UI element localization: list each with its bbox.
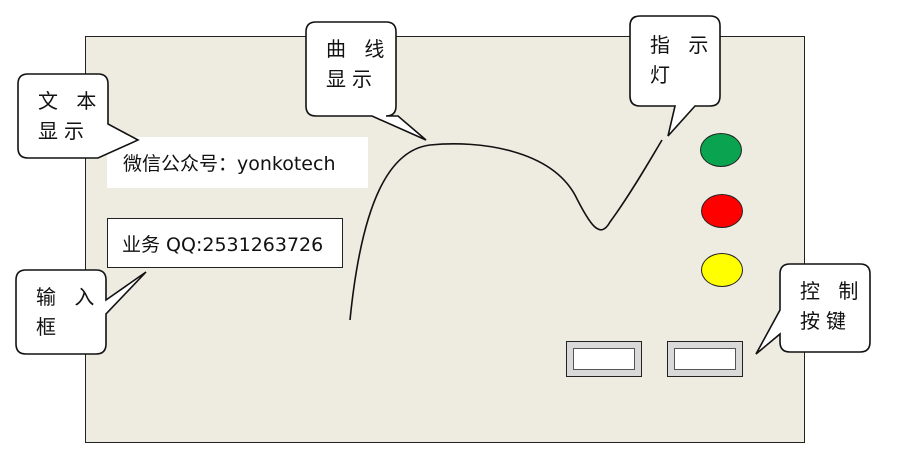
input-box-value: 业务 QQ:2531263726 [122,233,324,256]
curve-display-line [349,139,663,321]
callout-input-line1: 输 入 [36,285,101,309]
callout-bubble-indicator [629,15,721,137]
callout-input-line2: 框 [36,315,62,339]
input-box[interactable]: 业务 QQ:2531263726 [107,218,343,268]
callout-control-buttons: 控 制 按键 [800,276,864,336]
callout-curve-display-line1: 曲 线 [326,37,391,61]
callout-indicator-line1: 指 示 [650,33,715,57]
callout-bubble-input [15,269,147,355]
callout-bubble-curve-display [305,21,427,141]
control-button-left[interactable] [566,341,642,377]
control-button-right-face [674,348,736,370]
callout-text-display-line1: 文 本 [38,89,103,113]
callout-text-display-line2: 显示 [38,119,90,143]
callout-indicator-line2: 灯 [650,63,676,87]
control-button-left-face [573,348,635,370]
callout-input: 输 入 框 [36,282,100,342]
callout-control-buttons-line2: 按键 [800,309,852,333]
indicator-light-yellow [701,253,743,287]
callout-bubble-text-display [17,73,140,159]
indicator-light-green [700,133,742,167]
callout-indicator: 指 示 灯 [650,30,714,90]
callout-text-display: 文 本 显示 [38,86,102,146]
text-display: 微信公众号：yonkotech [107,137,368,188]
text-display-value: 微信公众号：yonkotech [123,153,336,175]
control-button-right[interactable] [667,341,743,377]
indicator-light-red [701,194,743,228]
callout-control-buttons-line1: 控 制 [800,279,865,303]
callout-curve-display: 曲 线 显示 [326,34,390,94]
callout-curve-display-line2: 显示 [326,67,378,91]
callout-bubble-control-buttons [755,263,871,355]
